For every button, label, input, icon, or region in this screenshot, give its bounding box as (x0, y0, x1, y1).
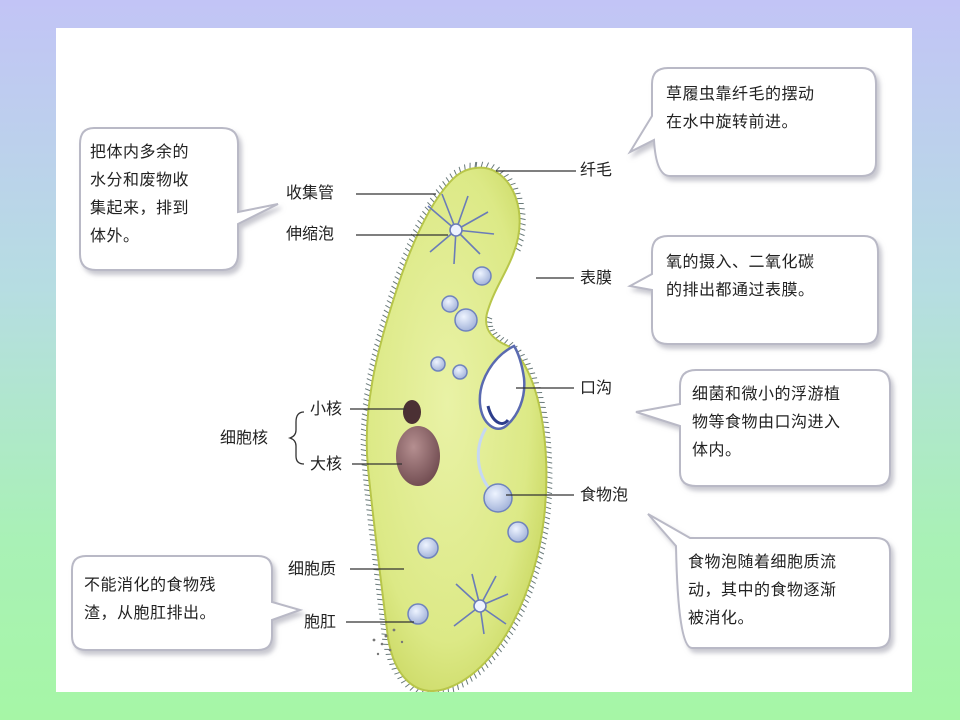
leader-lines (287, 170, 576, 623)
label-collecting-canal: 收集管 (286, 183, 335, 202)
label-nucleus: 细胞核 (220, 428, 269, 447)
paramecium-illustration (71, 67, 891, 692)
oral-groove-edge (486, 405, 510, 425)
food-vacuoles (407, 266, 529, 625)
label-macronucleus: 大核 (310, 454, 343, 473)
label-cilia: 纤毛 (580, 160, 613, 179)
gullet-stream (476, 427, 494, 493)
bubble-cilia-text: 草履虫靠纤毛的摆动 在水中旋转前进。 (666, 84, 815, 131)
bubble-membrane-shape (627, 235, 879, 345)
bubble-anal-text: 不能消化的食物残 渣，从胞肛排出。 (84, 575, 217, 622)
bubble-collect-text: 把体内多余的 水分和废物收 集起来，排到 体外。 (90, 142, 190, 245)
bubble-vacuole-shape (647, 513, 891, 649)
bubble-vacuole-text: 食物泡随着细胞质流 动，其中的食物逐渐 被消化。 (688, 552, 837, 627)
label-food-vacuole: 食物泡 (580, 485, 629, 504)
paramecium-body (365, 166, 548, 692)
label-micronucleus: 小核 (310, 399, 343, 418)
contractile-vacuole-top (427, 193, 495, 265)
waste-particles (372, 628, 404, 656)
label-oral-groove: 口沟 (580, 378, 613, 397)
oral-groove-shape (478, 344, 526, 430)
micronucleus (403, 400, 421, 424)
bubble-cilia-shape (627, 67, 877, 177)
diagram-card: 收集管 伸缩泡 纤毛 表膜 口沟 小核 细胞核 大核 食物泡 细胞质 胞肛 把体… (56, 28, 912, 692)
bubble-groove-text: 细菌和微小的浮游植 物等食物由口沟进入 体内。 (692, 384, 841, 459)
label-pellicle: 表膜 (580, 268, 613, 287)
contractile-vacuole-bottom (453, 573, 509, 635)
label-anal-pore: 胞肛 (304, 612, 337, 631)
bubble-anal-shape (71, 555, 304, 651)
bubble-groove-shape (635, 369, 891, 487)
label-cytoplasm: 细胞质 (288, 559, 337, 578)
macronucleus (396, 426, 440, 486)
bubble-collect-shape (79, 127, 279, 271)
label-contractile-vacuole: 伸缩泡 (286, 224, 335, 243)
bubble-membrane-text: 氧的摄入、二氧化碳 的排出都通过表膜。 (666, 252, 815, 299)
